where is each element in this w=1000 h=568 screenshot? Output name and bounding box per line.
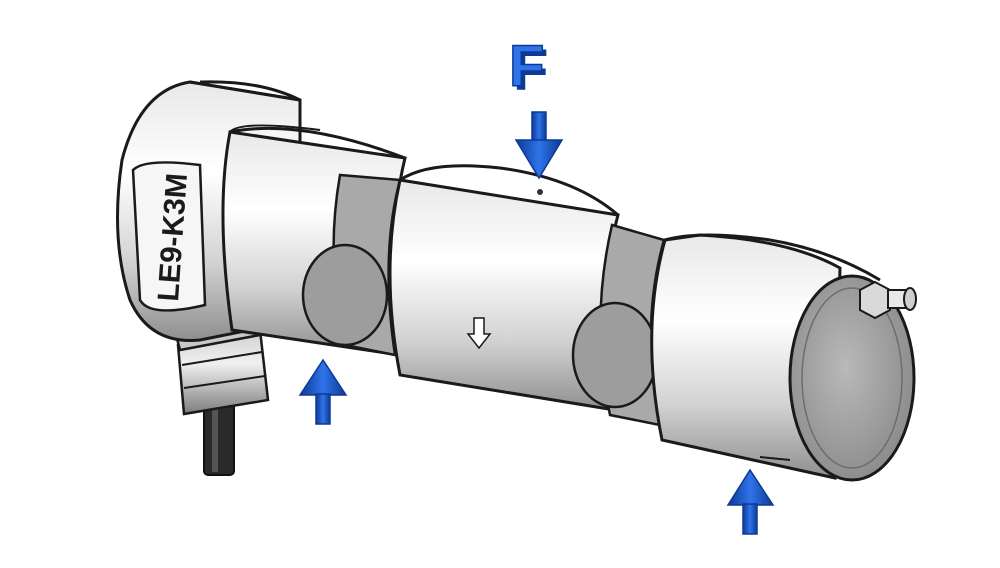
reaction-arrow-up-icon bbox=[726, 468, 775, 535]
force-label: F F bbox=[508, 33, 548, 103]
end-face bbox=[788, 274, 916, 482]
end-cap-cylinder bbox=[650, 233, 881, 480]
force-label-shadow: F bbox=[513, 38, 548, 103]
cable bbox=[203, 399, 235, 476]
label-plate: LE9-K3M bbox=[131, 161, 207, 312]
reaction-arrow-up-icon bbox=[298, 358, 348, 425]
right-groove bbox=[571, 223, 666, 427]
load-arrow-down-icon bbox=[514, 111, 564, 180]
right-support-pin bbox=[571, 301, 659, 409]
direction-arrow-icon bbox=[466, 317, 492, 350]
force-label-text: F bbox=[509, 34, 544, 99]
left-support-pin bbox=[301, 243, 389, 347]
grease-nipple bbox=[859, 280, 917, 320]
load-point-mark bbox=[537, 189, 543, 195]
